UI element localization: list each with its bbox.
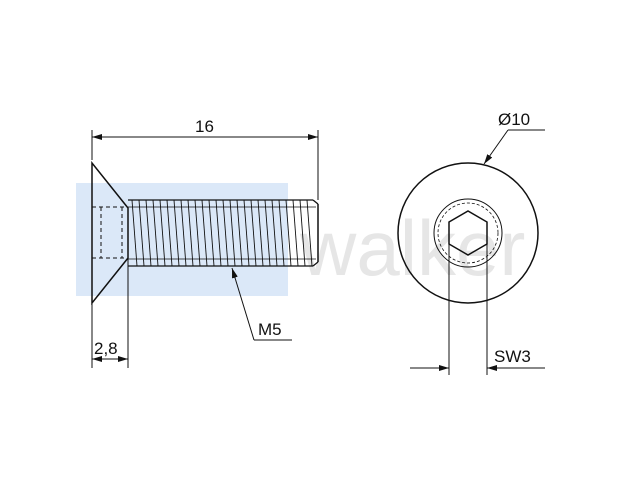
thread-line: [208, 199, 215, 267]
thread-line: [278, 199, 285, 267]
thread-line: [264, 199, 271, 267]
thread-line: [292, 199, 299, 267]
dim-head-height: [91, 258, 129, 368]
watermark-text: walker: [299, 204, 525, 292]
thread-line: [257, 199, 264, 267]
thread-line: [201, 199, 208, 267]
thread-line: [138, 199, 145, 267]
watermark: walker: [76, 183, 525, 296]
thread-line: [243, 199, 250, 267]
thread-line: [222, 199, 229, 267]
label-thread: M5: [258, 320, 282, 339]
thread-line: [236, 199, 243, 267]
thread-line: [215, 199, 222, 267]
dim-total-length: [91, 130, 319, 200]
thread-line: [131, 199, 138, 267]
head-circle: [397, 162, 539, 304]
thread-line: [152, 199, 159, 267]
socket-hidden-lines: [92, 206, 126, 259]
thread-line: [271, 199, 278, 267]
thread-line: [250, 199, 257, 267]
thread-line: [229, 199, 236, 267]
label-head-diameter: Ø10: [498, 110, 530, 129]
thread-lines: [131, 199, 313, 267]
label-socket-size: SW3: [494, 347, 531, 366]
thread-line: [285, 199, 292, 267]
socket-inner-circle: [437, 202, 499, 264]
watermark-logo-block: [76, 183, 288, 296]
socket-outer-circle: [433, 198, 503, 268]
thread-line: [159, 199, 166, 267]
thread-line: [187, 199, 194, 267]
thread-line: [145, 199, 152, 267]
screw-side-view: [91, 160, 319, 306]
thread-line: [180, 199, 187, 267]
label-head-height: 2,8: [94, 339, 118, 358]
thread-line: [194, 199, 201, 267]
thread-line: [166, 199, 173, 267]
label-total-length: 16: [195, 117, 214, 136]
thread-line: [306, 199, 313, 267]
thread-line: [299, 199, 306, 267]
thread-leader: [231, 267, 292, 341]
thread-line: [173, 199, 180, 267]
screw-end-view: [397, 129, 545, 375]
